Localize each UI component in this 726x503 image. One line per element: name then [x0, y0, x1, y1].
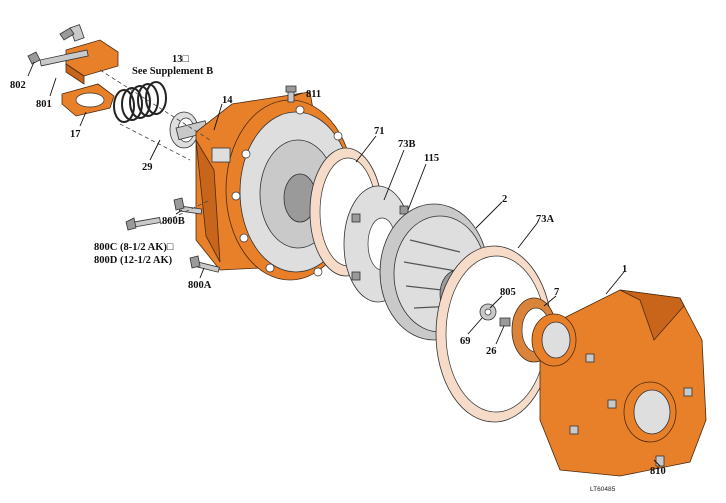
- pump-casing: [531, 289, 707, 477]
- label-26: 26: [486, 346, 497, 357]
- label-73A: 73A: [536, 214, 555, 225]
- coupling-assembly: [27, 24, 119, 117]
- label-17: 17: [70, 129, 81, 140]
- label-see-supplement-b: See Supplement B: [132, 66, 213, 77]
- label-71: 71: [374, 126, 385, 137]
- label-14: 14: [222, 95, 233, 106]
- label-13: 13□: [172, 54, 190, 65]
- label-29: 29: [142, 162, 153, 173]
- label-115: 115: [424, 153, 439, 164]
- packing-rings: [113, 81, 167, 123]
- small-parts: [479, 303, 511, 327]
- label-7: 7: [554, 287, 559, 298]
- figure-code: LT60485: [590, 486, 616, 493]
- label-802: 802: [10, 80, 26, 91]
- bracket-bolts: [125, 85, 297, 273]
- label-800B: 800B: [162, 216, 185, 227]
- label-800C: 800C (8-1/2 AK)□: [94, 242, 174, 253]
- label-810: 810: [650, 466, 666, 477]
- label-73B: 73B: [398, 139, 416, 150]
- label-1: 1: [622, 264, 627, 275]
- label-805: 805: [500, 287, 516, 298]
- label-2: 2: [502, 194, 507, 205]
- label-69: 69: [460, 336, 471, 347]
- label-800D: 800D (12-1/2 AK): [94, 255, 173, 266]
- label-801: 801: [36, 99, 52, 110]
- label-800A: 800A: [188, 280, 212, 291]
- label-811: 811: [306, 89, 321, 100]
